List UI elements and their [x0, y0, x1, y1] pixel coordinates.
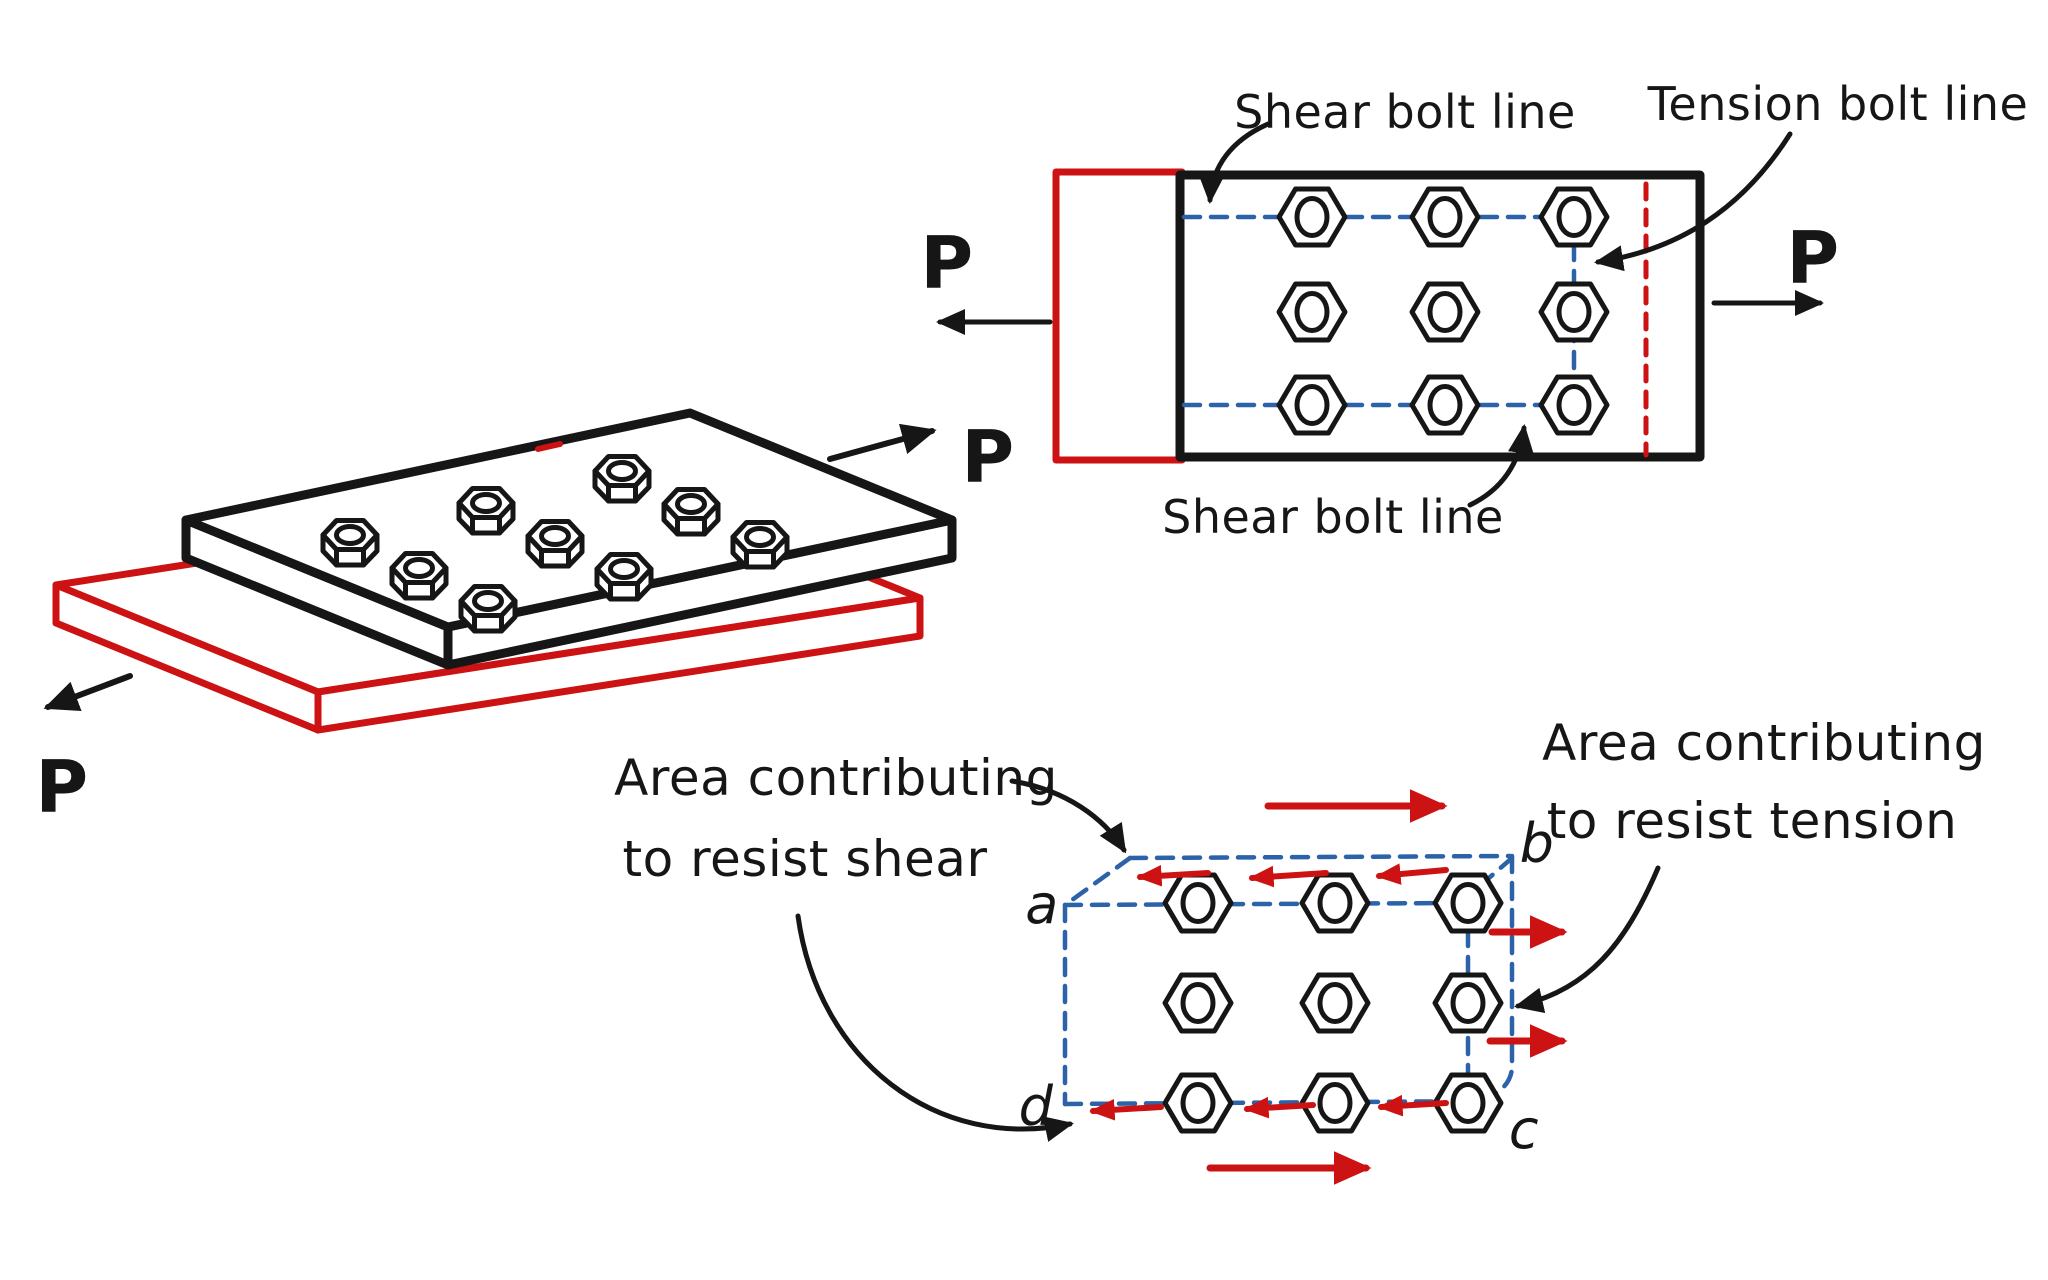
shear-area-leader-arrow-1 [1009, 778, 1127, 854]
block-shear-view: a b c d Area contributing to resist shea… [614, 714, 1986, 1185]
bolt-icon [664, 490, 718, 535]
plan-tension-leader-arrow [1594, 131, 1793, 272]
bolt-icon [459, 489, 513, 534]
bolt-icon [1302, 875, 1368, 931]
shear-force-arrow-bottom-3 [1377, 1094, 1449, 1117]
bolt-icon [1412, 189, 1478, 245]
bolt-icon [597, 555, 651, 600]
shear-force-arrow-top-3 [1375, 863, 1449, 885]
bolt-icon [1541, 377, 1607, 433]
bolt-icon [1279, 189, 1345, 245]
block-top-bolt-line [1062, 900, 1463, 908]
bolt-icon [1541, 189, 1607, 245]
bolt-icon [1165, 975, 1231, 1031]
plan-shear-top-leader-arrow [1198, 121, 1271, 204]
tension-area-label-line2: to resist tension [1547, 792, 1958, 850]
bolt-icon [1412, 284, 1478, 340]
block-jog-line [1062, 855, 1133, 908]
block-offset-top-line [1127, 853, 1513, 861]
bolt-icon [1279, 377, 1345, 433]
shear-force-arrow-bottom-1 [1089, 1098, 1164, 1121]
bolt-icon [1412, 377, 1478, 433]
plan-red-plate [1052, 168, 1186, 464]
plan-view: P P Shear bolt line Tension bolt line Sh… [920, 77, 2029, 544]
plan-nuts [1279, 189, 1607, 433]
plan-shear-top-label: Shear bolt line [1234, 85, 1576, 139]
tension-area-leader-arrow [1514, 865, 1661, 1014]
plan-shear-bottom-label: Shear bolt line [1162, 490, 1504, 544]
plan-tension-label: Tension bolt line [1647, 77, 2029, 131]
bolt-icon [323, 521, 377, 566]
bolt-icon [461, 587, 515, 632]
shear-force-arrow-top-2 [1248, 865, 1329, 888]
plan-right-load-label: P [1786, 216, 1839, 300]
bolt-icon [392, 554, 446, 599]
iso-right-load-label: P [961, 415, 1014, 499]
block-nuts [1165, 875, 1501, 1131]
bolt-icon [1435, 875, 1501, 931]
corner-a-label: a [1025, 873, 1059, 936]
bolt-icon [1435, 975, 1501, 1031]
plan-shear-bottom-leader-arrow [1467, 424, 1534, 508]
tension-area-label-line1: Area contributing [1542, 714, 1986, 772]
iso-right-load-arrow [827, 423, 937, 462]
iso-view: P P [35, 408, 1014, 829]
corner-c-label: c [1509, 1098, 1539, 1161]
plan-left-load-label: P [920, 221, 973, 305]
iso-red-plate-front-face [314, 594, 924, 734]
corner-b-label: b [1520, 812, 1555, 875]
bolt-icon [1279, 284, 1345, 340]
shear-area-label-line1: Area contributing [614, 749, 1058, 807]
shear-area-leader-arrow-2 [795, 913, 1074, 1142]
shear-area-label-line2: to resist shear [623, 830, 988, 888]
iso-left-load-label: P [35, 745, 88, 829]
bolt-icon [528, 522, 582, 567]
bolt-icon [595, 457, 649, 502]
bolt-icon [1302, 975, 1368, 1031]
shear-force-arrow-bottom-2 [1243, 1096, 1316, 1119]
block-force-arrows [1089, 789, 1568, 1185]
bolt-icon [733, 523, 787, 568]
iso-red-tick-mark [535, 441, 563, 452]
bolt-icon [1541, 284, 1607, 340]
bolt-icon [1165, 875, 1231, 931]
shear-force-arrow-top-1 [1136, 864, 1211, 887]
bolt-icon [1165, 1075, 1231, 1131]
iso-left-load-arrow [43, 673, 133, 711]
